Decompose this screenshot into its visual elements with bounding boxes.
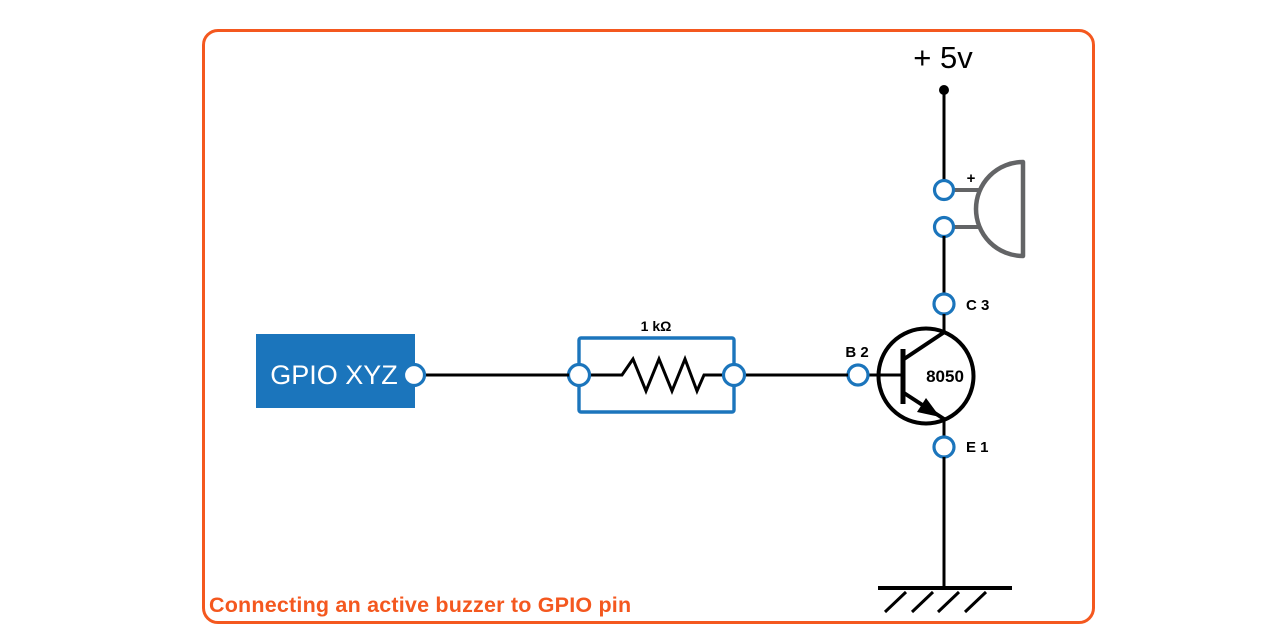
resistor-value-label: 1 kΩ — [641, 318, 672, 334]
collector-label: C 3 — [966, 297, 989, 314]
base-label: B 2 — [845, 344, 868, 361]
transistor-collector-stroke — [902, 329, 948, 361]
power-node-dot — [939, 85, 949, 95]
emitter-arrowhead-icon — [917, 398, 940, 417]
buzzer-positive-terminal — [932, 178, 956, 202]
power-rail-label: + 5v — [913, 40, 973, 75]
resistor-right-terminal — [721, 362, 747, 388]
gpio-pin-label: GPIO XYZ — [270, 360, 398, 390]
gpio-terminal — [401, 362, 427, 388]
transistor-part-label: 8050 — [926, 367, 964, 386]
diagram-border-frame — [202, 29, 1095, 624]
ground-symbol-icon — [878, 586, 1012, 614]
resistor-left-terminal — [566, 362, 592, 388]
buzzer-polarity-label: + — [967, 170, 976, 187]
buzzer-body-icon — [973, 159, 1026, 259]
diagram-caption: Connecting an active buzzer to GPIO pin — [209, 593, 632, 617]
base-terminal — [846, 363, 870, 387]
collector-terminal — [932, 292, 956, 316]
resistor-zigzag-icon — [590, 354, 723, 395]
buzzer-negative-terminal — [932, 215, 956, 239]
emitter-label: E 1 — [966, 439, 989, 456]
emitter-terminal — [932, 435, 956, 459]
gpio-box — [256, 334, 415, 408]
